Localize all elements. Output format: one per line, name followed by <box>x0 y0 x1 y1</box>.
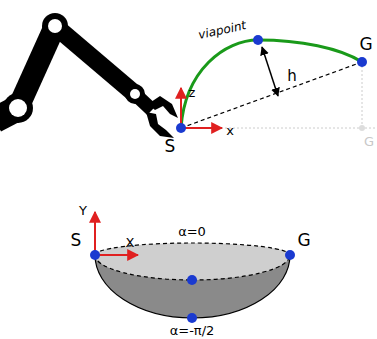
point-label: S <box>71 232 82 249</box>
x-axis <box>95 254 138 256</box>
guide-line <box>362 62 363 128</box>
axis-label: x <box>226 124 234 137</box>
start-point <box>90 250 100 260</box>
via-point <box>253 35 263 45</box>
x-axis <box>181 127 222 129</box>
height-arrow <box>262 47 278 96</box>
axis-label: X <box>126 236 135 249</box>
projected-point <box>359 125 365 131</box>
bowl-top <box>95 243 290 280</box>
goal-point <box>285 250 295 260</box>
point-label: S <box>165 138 176 155</box>
point-label: G <box>359 36 372 53</box>
guide-line <box>181 128 377 129</box>
point-label: G <box>297 232 310 249</box>
trajectory <box>181 40 362 128</box>
goal-point <box>357 57 367 67</box>
axis-label: Y <box>79 204 87 217</box>
bowl-bottom-point <box>187 313 197 323</box>
dimension-label: h <box>287 69 297 84</box>
axis-label: z <box>189 86 196 99</box>
faint-point-label: G <box>364 135 374 148</box>
chord-line <box>181 62 362 128</box>
angle-label: α=-π/2 <box>170 324 215 337</box>
alpha-zero-arc <box>95 243 290 255</box>
robot-arm <box>0 13 178 138</box>
via-point <box>187 275 197 285</box>
z-axis <box>180 88 182 128</box>
point-label: viapoint <box>197 19 247 41</box>
angle-label: α=0 <box>178 225 206 238</box>
start-point <box>176 123 186 133</box>
y-axis <box>94 212 96 255</box>
